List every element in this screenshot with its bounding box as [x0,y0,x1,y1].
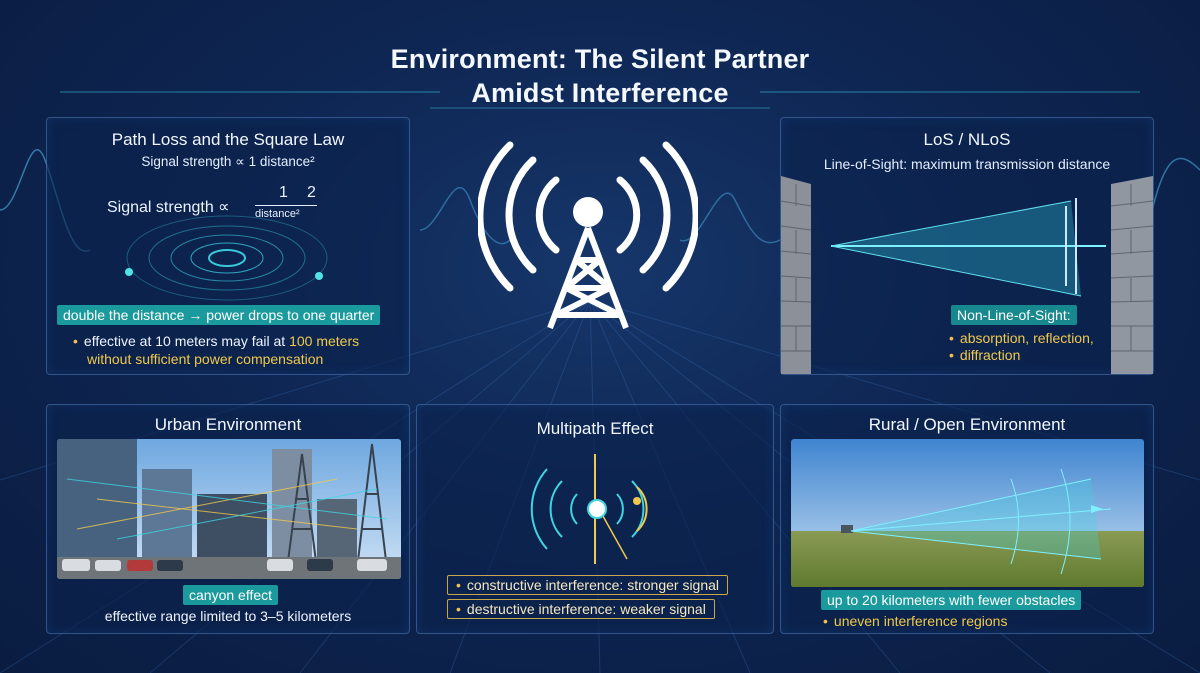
panel-urban: Urban Environment canyon ef [46,404,410,634]
brick-wall-icon [781,176,812,374]
nlos-item-2: •diffraction [949,347,1021,363]
multipath-illustration [530,454,648,564]
nlos-label: Non-Line-of-Sight: [951,305,1077,325]
bullet-dot-icon: • [949,330,954,346]
rural-title: Rural / Open Environment [868,415,1066,434]
path-loss-highlight: double the distance → power drops to one… [57,305,381,325]
bullet-dot-icon: • [456,601,461,617]
formula-denominator: distance² [255,208,300,220]
los-illustration [781,176,1153,374]
bullet-dot-icon: • [456,577,461,593]
bullet-dot-icon: • [949,347,954,363]
formula-label: Signal strength ∝ [107,199,230,216]
rural-note: •uneven interference regions [823,613,1008,629]
concentric-rings-icon [125,215,328,301]
multipath-item-1: •constructive interference: stronger sig… [447,575,729,595]
path-loss-subtitle: Signal strength ∝ 1 distance² [141,154,315,169]
urban-photo [57,439,401,579]
path-loss-note-2: without sufficient power compensation [87,351,324,367]
panel-rural: Rural / Open Environment up to 20 kilome… [780,404,1154,634]
path-loss-note-1: •effective at 10 meters may fail at 100 … [73,333,360,349]
los-subtitle: Line-of-Sight: maximum transmission dist… [823,156,1111,172]
panel-los-nlos: LoS / NLoS Line-of-Sight: maximum transm… [780,117,1154,375]
page-title-line1: Environment: The Silent Partner [390,44,810,74]
page-title-line2: Amidst Interference [471,78,729,108]
multipath-title: Multipath Effect [536,419,654,438]
nlos-item-1: •absorption, reflection, [949,330,1094,346]
formula-exponent: 2 [307,184,316,201]
rural-photo [791,439,1144,587]
urban-highlight: canyon effect [183,585,279,605]
multipath-item-2: •destructive interference: weaker signal [447,599,715,619]
antenna-tower-icon [478,141,698,330]
urban-note: effective range limited to 3–5 kilometer… [104,608,352,624]
panel-path-loss: Path Loss and the Square Law Signal stre… [46,117,410,375]
los-title: LoS / NLoS [923,130,1011,149]
formula-numerator: 1 [279,184,288,201]
urban-title: Urban Environment [154,415,302,434]
rural-highlight: up to 20 kilometers with fewer obstacles [821,590,1082,610]
bullet-dot-icon: • [73,333,78,349]
path-loss-title: Path Loss and the Square Law [111,130,345,149]
panel-multipath: Multipath Effect •constructive interfere… [416,404,774,634]
bullet-dot-icon: • [823,613,828,629]
